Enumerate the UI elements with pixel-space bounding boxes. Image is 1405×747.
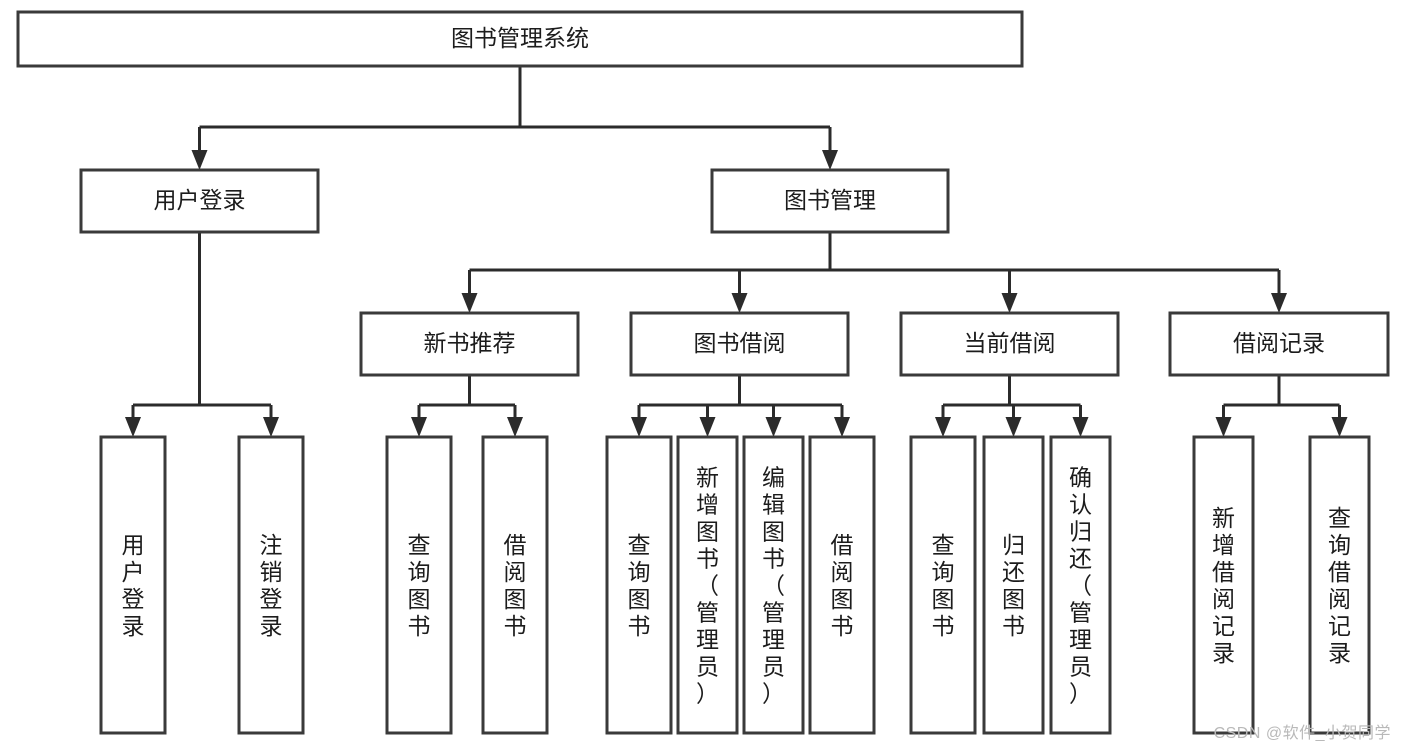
arrow-head-icon <box>699 417 716 437</box>
node-leaf-return-book[interactable]: 归还图书 <box>982 435 1045 735</box>
node-layer: 图书管理系统用户登录图书管理新书推荐图书借阅当前借阅借阅记录用户登录注销登录查询… <box>16 10 1390 735</box>
node-box-leaf-borrow-book-1 <box>481 435 549 735</box>
node-leaf-query-borrow-record[interactable]: 查询借阅记录 <box>1308 435 1371 735</box>
node-label-leaf-return-book: 归还图书 <box>1002 532 1025 639</box>
node-label-root: 图书管理系统 <box>451 25 589 51</box>
node-leaf-query-book-2[interactable]: 查询图书 <box>605 435 673 735</box>
node-label-leaf-logout: 注销登录 <box>260 532 283 639</box>
node-box-leaf-add-borrow-record <box>1192 435 1255 735</box>
arrow-head-icon <box>263 417 279 437</box>
arrow-head-icon <box>507 417 523 437</box>
node-label-leaf-edit-book-admin: 编辑图书（管理员） <box>762 465 785 707</box>
node-box-leaf-return-book <box>982 435 1045 735</box>
node-leaf-borrow-book-2[interactable]: 借阅图书 <box>808 435 876 735</box>
arrow-head-icon <box>765 417 782 437</box>
arrow-head-icon <box>1215 417 1232 437</box>
node-box-leaf-logout <box>237 435 305 735</box>
node-box-leaf-add-book-admin <box>676 435 739 735</box>
node-borrow-record[interactable]: 借阅记录 <box>1168 311 1390 377</box>
node-leaf-logout[interactable]: 注销登录 <box>237 435 305 735</box>
node-root[interactable]: 图书管理系统 <box>16 10 1024 68</box>
node-leaf-add-book-admin[interactable]: 新增图书（管理员） <box>676 435 739 735</box>
node-box-leaf-query-book-2 <box>605 435 673 735</box>
node-leaf-query-book-1[interactable]: 查询图书 <box>385 435 453 735</box>
node-leaf-user-login[interactable]: 用户登录 <box>99 435 167 735</box>
node-book-manage[interactable]: 图书管理 <box>710 168 950 234</box>
connector-layer <box>125 66 1348 437</box>
arrow-head-icon <box>1072 417 1089 437</box>
node-leaf-confirm-return-admin[interactable]: 确认归还（管理员） <box>1049 435 1112 735</box>
node-label-leaf-query-book-1: 查询图书 <box>408 532 431 639</box>
node-label-leaf-add-book-admin: 新增图书（管理员） <box>696 465 719 707</box>
arrow-head-icon <box>1271 293 1287 313</box>
node-label-current-borrow: 当前借阅 <box>964 330 1056 356</box>
node-label-leaf-query-book-3: 查询图书 <box>932 532 955 639</box>
node-label-leaf-query-book-2: 查询图书 <box>628 532 651 639</box>
node-box-leaf-confirm-return-admin <box>1049 435 1112 735</box>
node-leaf-query-book-3[interactable]: 查询图书 <box>909 435 977 735</box>
node-label-leaf-confirm-return-admin: 确认归还（管理员） <box>1069 465 1092 707</box>
node-box-leaf-edit-book-admin <box>742 435 805 735</box>
node-current-borrow[interactable]: 当前借阅 <box>899 311 1120 377</box>
node-label-user-login: 用户登录 <box>154 187 246 213</box>
node-box-new-book-recommend <box>359 311 580 377</box>
node-label-leaf-borrow-book-1: 借阅图书 <box>504 532 527 639</box>
arrow-head-icon <box>191 150 208 170</box>
node-label-leaf-borrow-book-2: 借阅图书 <box>831 532 854 639</box>
node-label-book-manage: 图书管理 <box>784 187 876 213</box>
node-box-book-manage <box>710 168 950 234</box>
node-label-leaf-query-borrow-record: 查询借阅记录 <box>1328 505 1351 666</box>
arrow-head-icon <box>411 417 427 437</box>
node-label-borrow-record: 借阅记录 <box>1233 330 1325 356</box>
arrow-head-icon <box>631 417 647 437</box>
node-box-book-borrow <box>629 311 850 377</box>
node-box-current-borrow <box>899 311 1120 377</box>
node-leaf-edit-book-admin[interactable]: 编辑图书（管理员） <box>742 435 805 735</box>
node-box-leaf-query-borrow-record <box>1308 435 1371 735</box>
node-book-borrow[interactable]: 图书借阅 <box>629 311 850 377</box>
node-box-borrow-record <box>1168 311 1390 377</box>
arrow-head-icon <box>461 293 478 313</box>
node-leaf-add-borrow-record[interactable]: 新增借阅记录 <box>1192 435 1255 735</box>
arrow-head-icon <box>731 293 748 313</box>
node-label-leaf-user-login: 用户登录 <box>122 532 145 639</box>
node-box-leaf-user-login <box>99 435 167 735</box>
arrow-head-icon <box>1001 293 1018 313</box>
node-box-root <box>16 10 1024 68</box>
node-box-leaf-query-book-1 <box>385 435 453 735</box>
node-label-new-book-recommend: 新书推荐 <box>424 330 516 356</box>
arrow-head-icon <box>834 417 850 437</box>
arrow-head-icon <box>125 417 141 437</box>
arrow-head-icon <box>1005 417 1022 437</box>
node-box-leaf-query-book-3 <box>909 435 977 735</box>
node-new-book-recommend[interactable]: 新书推荐 <box>359 311 580 377</box>
csdn-watermark: CSDN @软件_小贺同学 <box>1213 725 1391 742</box>
node-label-leaf-add-borrow-record: 新增借阅记录 <box>1212 505 1235 666</box>
node-user-login[interactable]: 用户登录 <box>79 168 320 234</box>
node-box-user-login <box>79 168 320 234</box>
node-leaf-borrow-book-1[interactable]: 借阅图书 <box>481 435 549 735</box>
arrow-head-icon <box>822 150 838 170</box>
node-label-book-borrow: 图书借阅 <box>694 330 786 356</box>
node-box-leaf-borrow-book-2 <box>808 435 876 735</box>
arrow-head-icon <box>935 417 951 437</box>
arrow-head-icon <box>1331 417 1348 437</box>
